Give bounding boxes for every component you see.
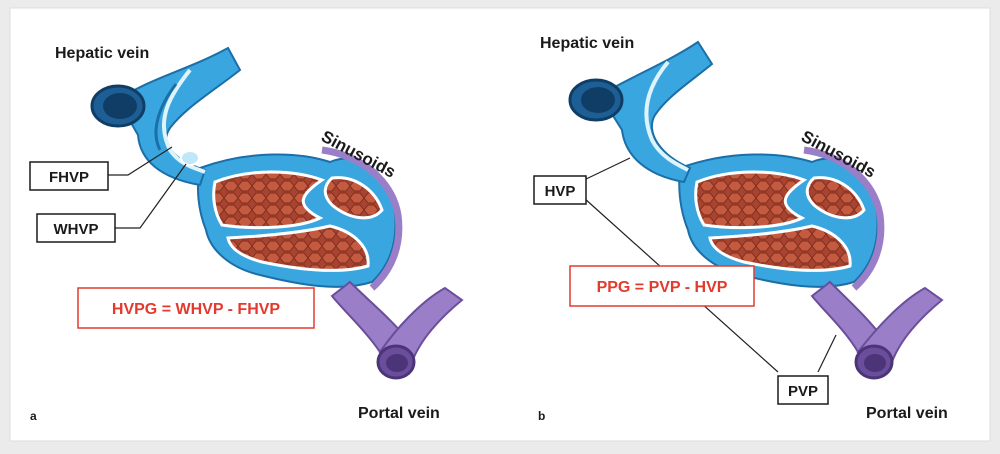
fhvp-label: FHVP <box>49 169 89 186</box>
panel-b: Hepatic vein Sinusoids Portal vein b HVP… <box>533 35 948 423</box>
hvp-leader-line <box>583 157 631 181</box>
hepatic-vein-tube-b <box>598 40 714 184</box>
hepatic-vein-lumen <box>103 93 137 119</box>
panel-a: Hepatic vein Sinusoids Portal vein a FHV… <box>29 45 464 423</box>
hepatic-vein-lumen-b <box>581 87 615 113</box>
portal-vein-label: Portal vein <box>358 405 440 422</box>
fhvp-box <box>29 161 109 191</box>
balloon-icon <box>180 150 200 166</box>
hepatic-vein-label-b: Hepatic vein <box>540 35 634 52</box>
portal-vein-label-b: Portal vein <box>866 405 948 422</box>
pvp-leader-line <box>817 334 837 373</box>
hvpg-formula-box <box>77 287 315 329</box>
sinusoid-tissue <box>197 146 403 291</box>
whvp-box <box>36 213 116 243</box>
hvpg-formula: HVPG = WHVP - FHVP <box>112 301 281 318</box>
ppg-formula: PPG = PVP - HVP <box>597 279 728 296</box>
portal-vein-lumen <box>386 354 408 372</box>
hvp-label: HVP <box>545 183 576 200</box>
pvp-label: PVP <box>788 383 818 400</box>
sinusoid-tissue-b <box>678 146 885 291</box>
hvp-box <box>533 175 587 205</box>
hepatic-vein-tube <box>116 46 242 187</box>
whvp-label: WHVP <box>54 221 99 238</box>
pvp-box <box>777 375 829 405</box>
whvp-leader-line <box>115 163 187 229</box>
fhvp-leader-line <box>108 146 173 176</box>
panel-letter-b: b <box>538 409 545 423</box>
panel-letter: a <box>30 409 37 423</box>
portal-vein-lumen-b <box>864 354 886 372</box>
ppg-formula-box <box>569 265 755 307</box>
hepatic-vein-label: Hepatic vein <box>55 45 149 62</box>
